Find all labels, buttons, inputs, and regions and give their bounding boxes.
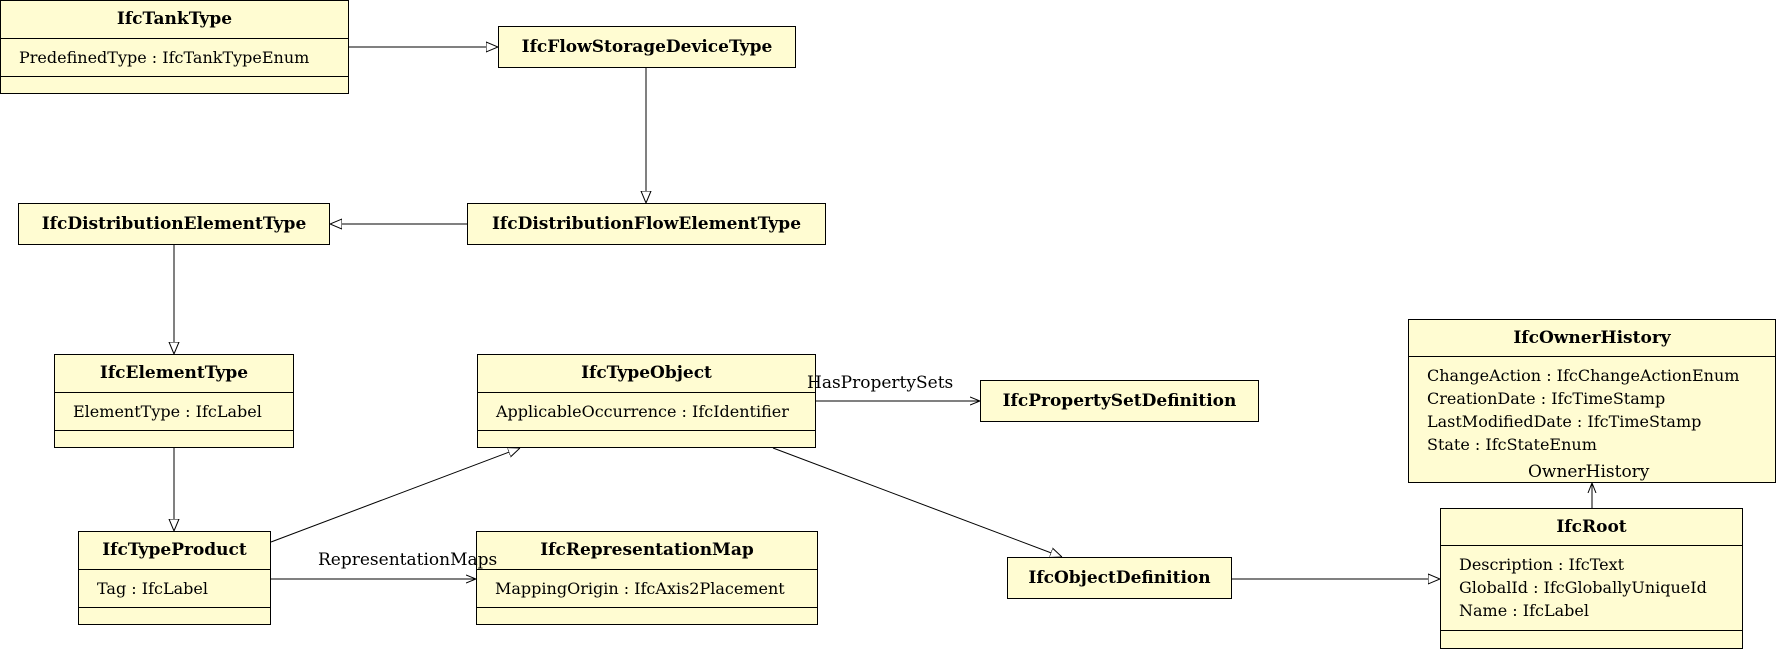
class-ifc-flow-storage-device-type: IfcFlowStorageDeviceType: [498, 26, 796, 68]
attribute: GlobalId : IfcGloballyUniqueId: [1459, 578, 1707, 597]
class-name: IfcRoot: [1556, 517, 1627, 537]
class-attributes: Tag : IfcLabel: [79, 569, 270, 607]
class-attributes: ElementType : IfcLabel: [55, 392, 293, 430]
class-ifc-object-definition: IfcObjectDefinition: [1007, 557, 1232, 599]
association-label-owner-history: OwnerHistory: [1528, 462, 1650, 482]
class-operations: [478, 430, 815, 448]
attribute: Description : IfcText: [1459, 555, 1625, 574]
class-name: IfcDistributionElementType: [41, 214, 307, 234]
class-name: IfcObjectDefinition: [1028, 568, 1211, 588]
class-ifc-distribution-element-type: IfcDistributionElementType: [18, 203, 330, 245]
class-ifc-representation-map: IfcRepresentationMap MappingOrigin : Ifc…: [476, 531, 818, 625]
class-ifc-root: IfcRoot Description : IfcText GlobalId :…: [1440, 508, 1743, 649]
class-operations: [477, 607, 817, 625]
class-name: IfcElementType: [99, 363, 249, 383]
class-operations: [55, 430, 293, 448]
attribute: MappingOrigin : IfcAxis2Placement: [495, 579, 785, 598]
attribute: Name : IfcLabel: [1459, 601, 1589, 620]
class-attributes: MappingOrigin : IfcAxis2Placement: [477, 569, 817, 607]
attribute: PredefinedType : IfcTankTypeEnum: [19, 48, 310, 67]
attribute: ElementType : IfcLabel: [73, 402, 262, 421]
class-name: IfcDistributionFlowElementType: [491, 214, 802, 234]
class-operations: [79, 607, 270, 625]
association-label-has-property-sets: HasPropertySets: [807, 373, 954, 393]
class-name: IfcFlowStorageDeviceType: [521, 37, 773, 57]
class-attributes: ChangeAction : IfcChangeActionEnum Creat…: [1409, 356, 1775, 482]
class-name: IfcTypeProduct: [102, 540, 247, 560]
attribute: Tag : IfcLabel: [97, 579, 208, 598]
class-ifc-owner-history: IfcOwnerHistory ChangeAction : IfcChange…: [1408, 319, 1776, 483]
association-label-representation-maps: RepresentationMaps: [318, 550, 498, 570]
class-name: IfcRepresentationMap: [540, 540, 754, 560]
class-ifc-distribution-flow-element-type: IfcDistributionFlowElementType: [467, 203, 826, 245]
generalization-typeproduct-to-typeobject: [270, 448, 520, 543]
class-name: IfcOwnerHistory: [1513, 328, 1671, 348]
attribute: ChangeAction : IfcChangeActionEnum: [1427, 366, 1740, 385]
class-ifc-type-object: IfcTypeObject ApplicableOccurrence : Ifc…: [477, 354, 816, 448]
class-operations: [1409, 482, 1775, 483]
attribute: State : IfcStateEnum: [1427, 435, 1597, 454]
class-name: IfcPropertySetDefinition: [1002, 391, 1237, 411]
class-operations: [1, 76, 348, 94]
class-ifc-element-type: IfcElementType ElementType : IfcLabel: [54, 354, 294, 448]
class-ifc-tank-type: IfcTankType PredefinedType : IfcTankType…: [0, 0, 349, 94]
attribute: LastModifiedDate : IfcTimeStamp: [1427, 412, 1702, 431]
class-attributes: ApplicableOccurrence : IfcIdentifier: [478, 392, 815, 430]
class-ifc-property-set-definition: IfcPropertySetDefinition: [980, 380, 1259, 422]
generalization-typeobject-to-objectdefinition: [772, 447, 1062, 557]
class-name: IfcTankType: [116, 9, 233, 29]
class-attributes: PredefinedType : IfcTankTypeEnum: [1, 38, 348, 76]
class-attributes: Description : IfcText GlobalId : IfcGlob…: [1441, 545, 1742, 630]
attribute: ApplicableOccurrence : IfcIdentifier: [496, 402, 789, 421]
class-ifc-type-product: IfcTypeProduct Tag : IfcLabel: [78, 531, 271, 625]
class-name: IfcTypeObject: [581, 363, 712, 383]
class-operations: [1441, 630, 1742, 649]
attribute: CreationDate : IfcTimeStamp: [1427, 389, 1666, 408]
